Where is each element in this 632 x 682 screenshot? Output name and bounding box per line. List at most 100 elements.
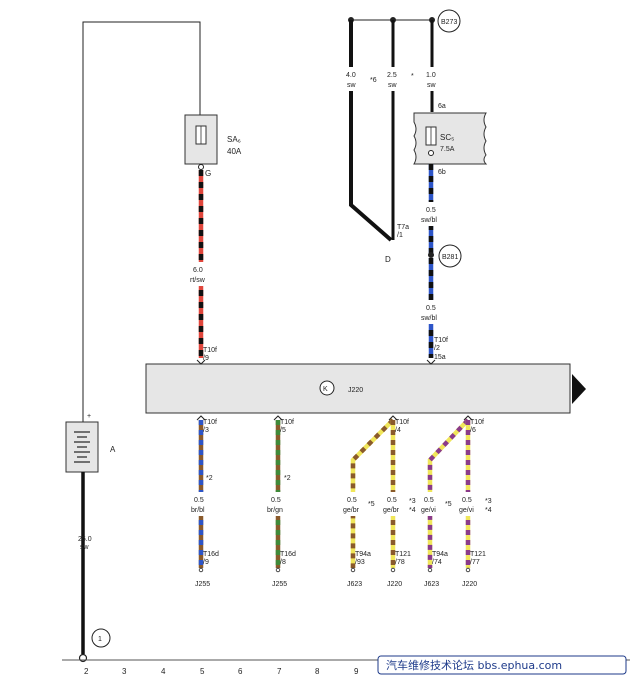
conn-t10f-5: T10f [280,419,294,426]
conn-t10f-4-pin: /4 [395,427,401,434]
conn-t94a-93: T94a [355,551,371,558]
node-b273 [437,9,461,33]
comp-j220-2: J220 [462,581,477,588]
wire-size-brbl: 0.5 [194,497,204,504]
wire-color-battery: sw [80,544,90,551]
fuse-sa6-label: SA₆ [227,135,241,144]
conn-t10f-6: T10f [470,419,484,426]
col-6: 6 [238,667,243,676]
footnote-3b: *3 [485,498,492,505]
wire-color-1-0: sw [427,82,437,89]
wire-color-4-0: sw [347,82,357,89]
col-8: 8 [315,667,320,676]
conn-t16d-9-pin: /9 [203,559,209,566]
wire-size-gebr-2: 0.5 [387,497,397,504]
wire-color-2-5: sw [388,82,398,89]
conn-t7a: T7a [397,224,409,231]
wire-size-1-0: 1.0 [426,72,436,79]
svg-text:+: + [87,413,91,420]
fuse-sa6-terminal: G [205,169,211,178]
conn-t94a-74-pin: /74 [432,559,442,566]
wire-size-gebr-1: 0.5 [347,497,357,504]
fuse-sa6-rating: 40A [227,147,242,156]
conn-t10f-9-pin: /9 [203,355,209,362]
comp-j255-1: J255 [195,581,210,588]
conn-t10f-4: T10f [395,419,409,426]
battery-a: + A [65,413,116,473]
col-2: 2 [84,667,89,676]
node-b281-label: B281 [442,254,458,261]
pin-15a: 15a [434,354,446,361]
conn-t121-77-pin: /77 [470,559,480,566]
comp-j255-2: J255 [272,581,287,588]
conn-t10f-6-pin: /6 [470,427,476,434]
module-j220 [145,363,571,414]
node-b273-label: B273 [441,19,457,26]
thin-wire-top [82,21,201,648]
conn-t121-77: T121 [470,551,486,558]
ground-node [91,628,111,648]
wire-4-0 [349,20,393,242]
conn-t10f-2-pin: /2 [434,345,440,352]
wire-color-swbl-2: sw/bl [421,315,437,322]
continue-arrow [572,374,586,404]
wire-size-gevi-2: 0.5 [462,497,472,504]
wire-size-gevi-1: 0.5 [424,497,434,504]
comp-j623-2: J623 [424,581,439,588]
wire-color-swbl-1: sw/bl [421,217,437,224]
conn-t16d-9: T16d [203,551,219,558]
col-4: 4 [161,667,166,676]
footnote-5b: *5 [445,501,452,508]
wire-size-2-5: 2.5 [387,72,397,79]
wire-color-brgn: br/gn [267,507,283,514]
conn-t16d-8-pin: /8 [280,559,286,566]
conn-t10f-3-pin: /3 [203,427,209,434]
fuse-sc-pin-bottom: 6b [438,169,446,176]
conn-t121-78: T121 [395,551,411,558]
footnote-star: * [411,73,414,80]
comp-j220-1: J220 [387,581,402,588]
wire-color-gevi-2: ge/vi [459,507,474,514]
watermark-box [377,655,627,675]
conn-t10f-5-pin: /5 [280,427,286,434]
footnote-3a: *3 [409,498,416,505]
comp-j623-1: J623 [347,581,362,588]
conn-t121-78-pin: /78 [395,559,405,566]
connection-d-label: D [385,255,391,264]
wire-color-gebr-2: ge/br [383,507,400,514]
conn-t7a-pin: /1 [397,232,403,239]
wire-color-gebr-1: ge/br [343,507,360,514]
col-9: 9 [354,667,359,676]
wire-size-brgn: 0.5 [271,497,281,504]
footnote-4a: *4 [409,507,416,514]
conn-t10f-3: T10f [203,419,217,426]
wire-size-red: 6.0 [193,267,203,274]
module-symbol: K [323,386,328,393]
wire-size-4-0: 4.0 [346,72,356,79]
wire-color-gevi-1: ge/vi [421,507,436,514]
conn-t94a-74: T94a [432,551,448,558]
watermark-text: 汽车维修技术论坛 bbs.ephua.com [386,658,562,672]
wire-color-red: rt/sw [190,277,206,284]
fuse-sc5-label: SC₅ [440,133,454,142]
fuse-sc-pin-top: 6a [438,103,446,110]
wire-color-brbl: br/bl [191,507,205,514]
module-label: J220 [348,387,363,394]
footnote-4b: *4 [485,507,492,514]
col-7: 7 [277,667,282,676]
col-3: 3 [122,667,127,676]
ground-node-label: 1 [98,636,102,643]
wire-size-swbl-2: 0.5 [426,305,436,312]
fuse-sc5: SC₅ 7.5A [413,112,488,165]
conn-t10f-9: T10f [203,347,217,354]
wire-size-battery: 25.0 [78,536,92,543]
conn-t94a-93-pin: /93 [355,559,365,566]
conn-t10f-2: T10f [434,337,448,344]
wire-size-swbl-1: 0.5 [426,207,436,214]
fuse-sa6: SA₆ 40A G [184,114,242,178]
footnote-2b: *2 [284,475,291,482]
conn-t16d-8: T16d [280,551,296,558]
footnote-2a: *2 [206,475,213,482]
footnote-6: *6 [370,77,377,84]
